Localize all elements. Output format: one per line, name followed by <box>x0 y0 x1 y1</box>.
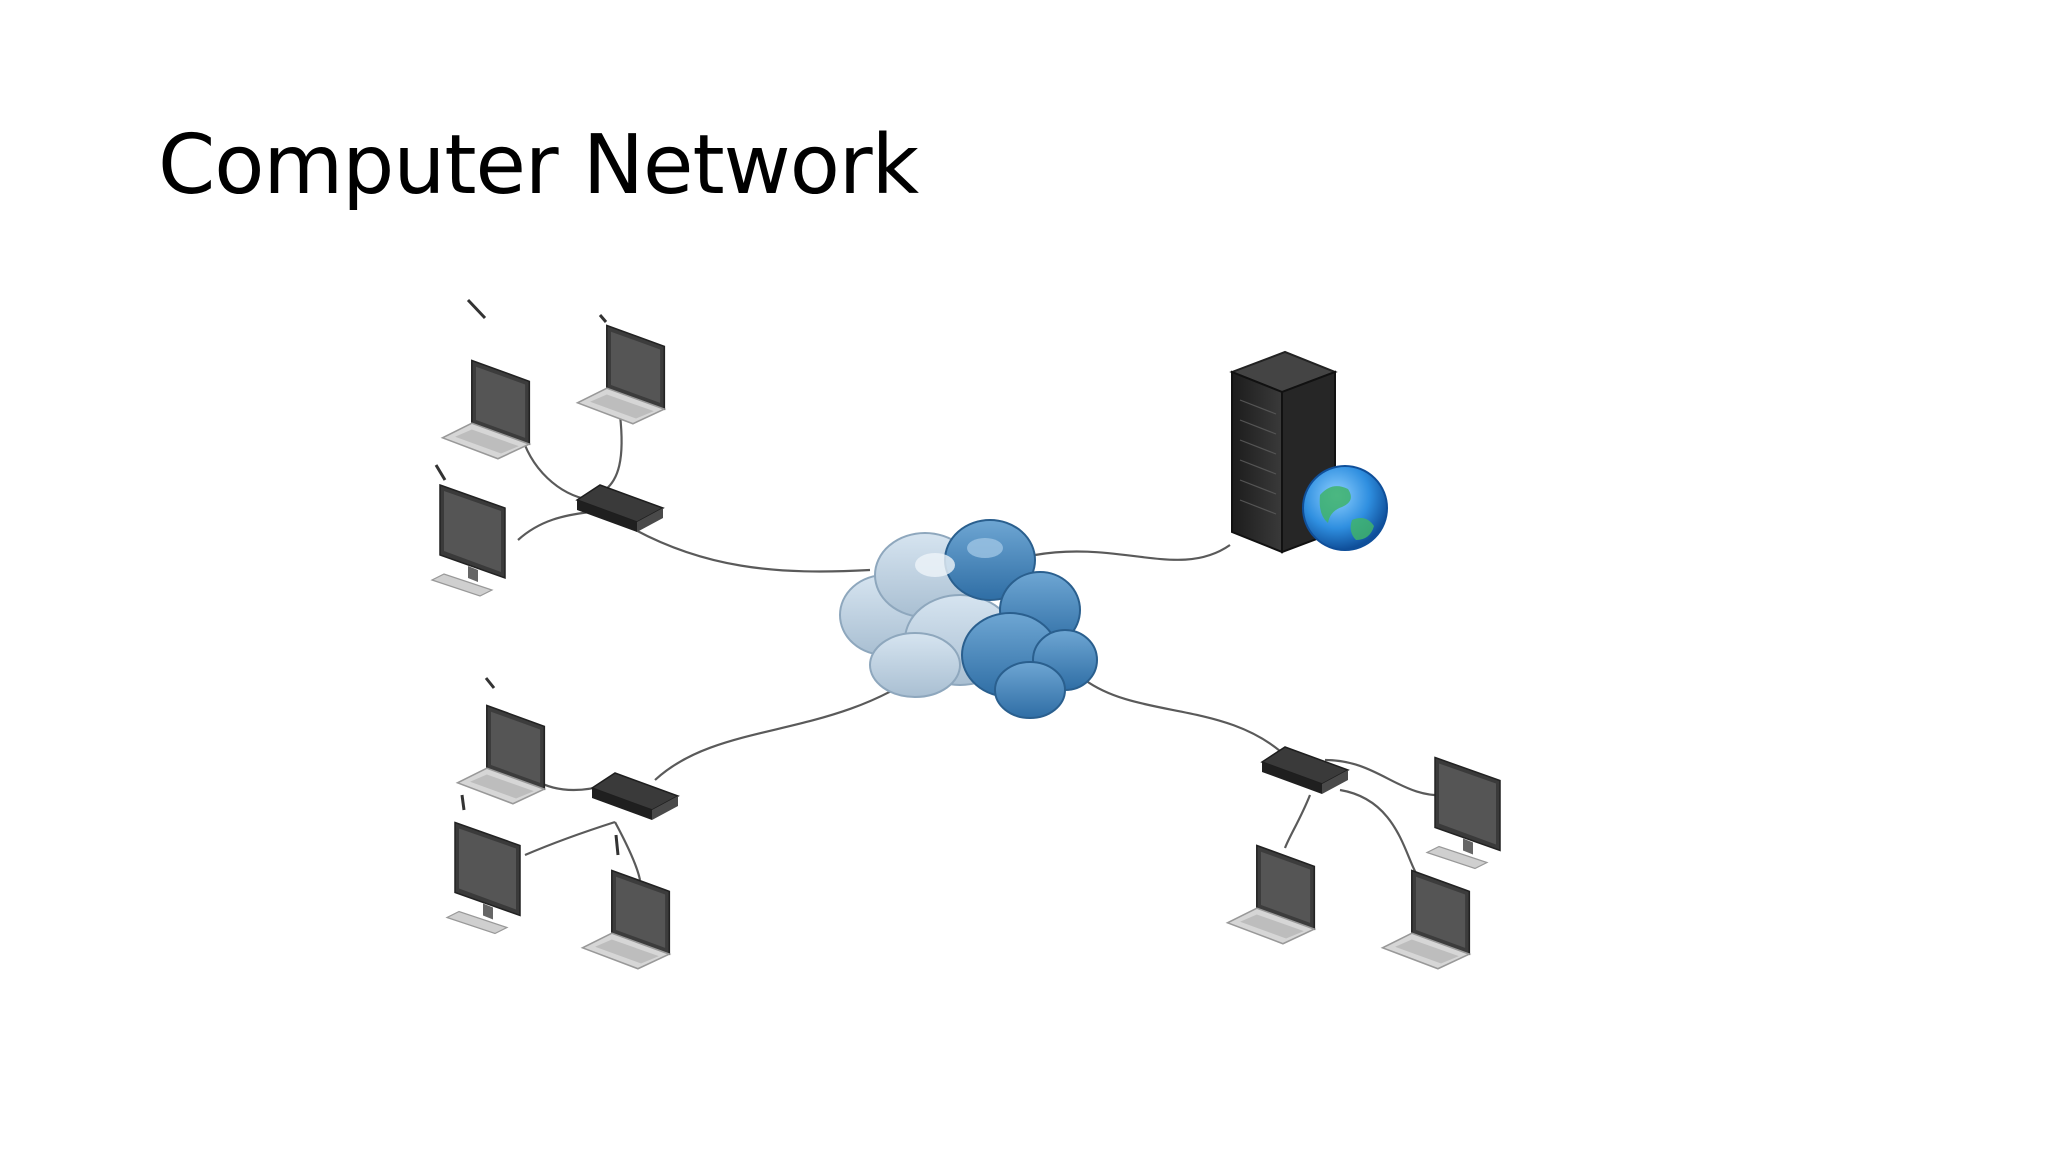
laptop-icon <box>1226 844 1316 945</box>
laptop-icon <box>441 359 531 460</box>
cable <box>617 519 871 573</box>
switch-icon <box>576 484 664 533</box>
wifi-antenna-icon <box>434 464 447 481</box>
cable <box>1339 788 1421 881</box>
laptop-icon <box>1381 869 1471 970</box>
wifi-antenna-icon <box>598 314 608 323</box>
bottom-left-group <box>446 677 679 970</box>
cable <box>524 820 616 857</box>
cable <box>518 429 591 502</box>
desktop-icon <box>446 821 521 935</box>
cables <box>517 414 1451 881</box>
wifi-antenna-icon <box>466 298 487 320</box>
cable <box>1084 679 1291 761</box>
server-icon <box>1229 350 1388 554</box>
cloud-icon <box>839 519 1098 719</box>
cable <box>1034 544 1231 561</box>
cable <box>604 414 623 491</box>
switch-icon <box>1261 746 1349 795</box>
wifi-antenna-icon <box>460 794 466 811</box>
desktop-icon <box>431 484 506 597</box>
desktop-icon <box>1426 756 1501 870</box>
laptop-icon <box>576 324 666 425</box>
wifi-antenna-icon <box>614 834 620 856</box>
top-left-group <box>431 298 666 597</box>
laptop-icon <box>581 869 671 970</box>
laptop-icon <box>456 704 546 805</box>
globe-icon <box>1302 465 1388 551</box>
cable <box>654 669 926 781</box>
cable <box>1283 794 1312 849</box>
cable <box>517 510 591 541</box>
wifi-antenna-icon <box>484 677 496 689</box>
cable <box>1324 758 1451 797</box>
cable <box>614 821 642 881</box>
switch-icon <box>591 772 679 821</box>
bottom-right-group <box>1226 746 1501 970</box>
slide-title: Computer Network <box>158 118 919 213</box>
